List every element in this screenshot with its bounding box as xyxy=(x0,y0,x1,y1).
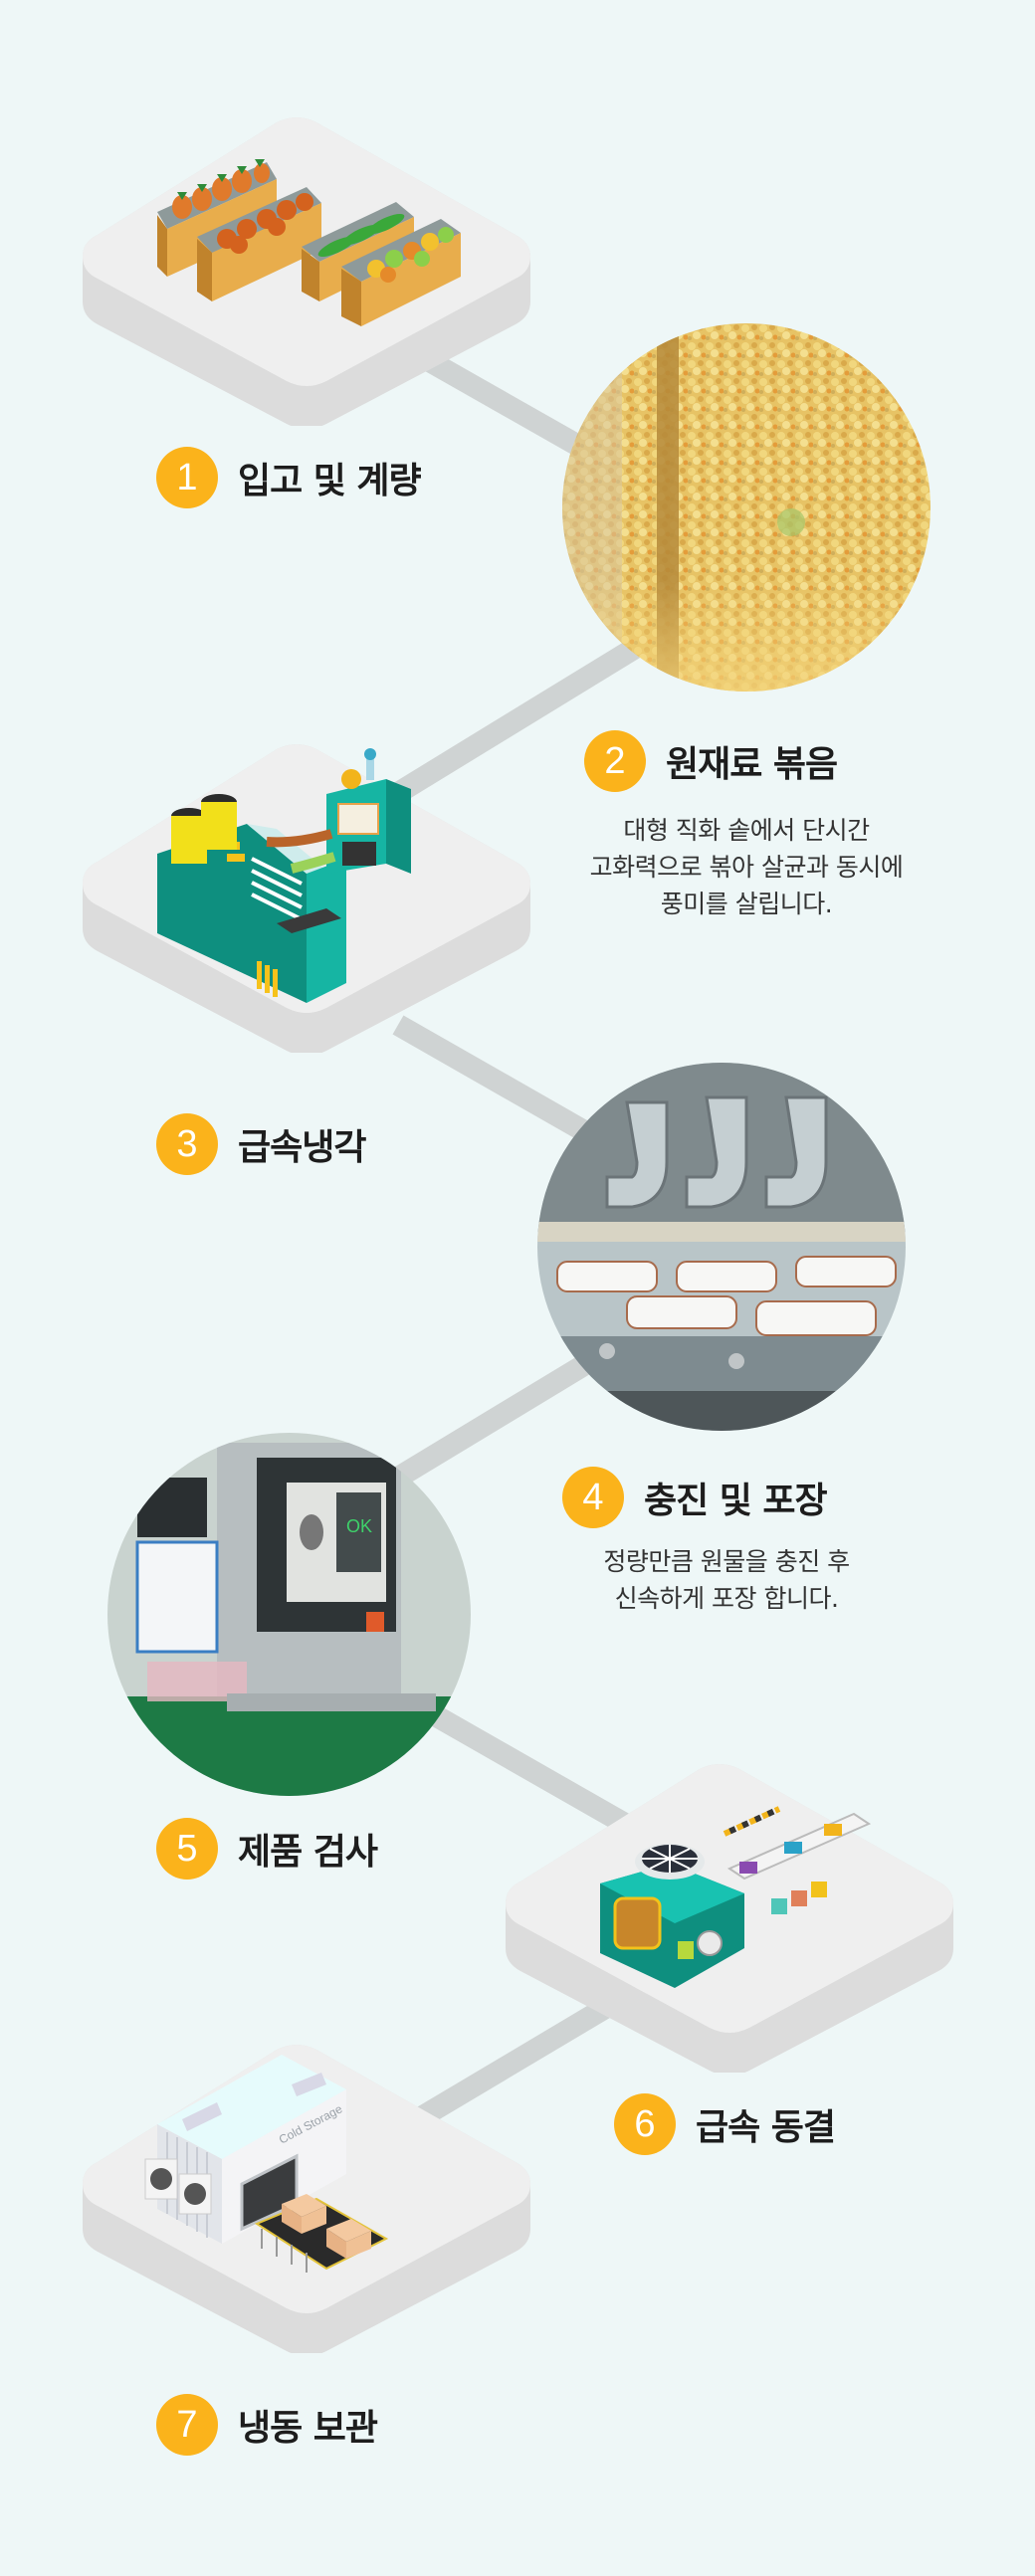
step-title: 입고 및 계량 xyxy=(238,461,422,501)
safety-barrier xyxy=(723,1806,781,1837)
product-boxes xyxy=(771,1882,827,1914)
step-number-badge: 4 xyxy=(562,1467,624,1528)
step-number-badge: 7 xyxy=(156,2394,218,2456)
conveyor xyxy=(726,1812,872,1881)
step-3-illustration xyxy=(78,734,535,1056)
step-6-illustration xyxy=(501,1754,958,2076)
step-5-photo-inspection: OK xyxy=(107,1433,471,1796)
step-7-label: 7 냉동 보관 xyxy=(156,2394,378,2456)
step-title: 충진 및 포장 xyxy=(644,1481,828,1521)
tomato-crate xyxy=(197,187,321,301)
step-number-badge: 6 xyxy=(614,2093,676,2155)
step-number-badge: 2 xyxy=(584,730,646,792)
step-7-illustration: Cold Storage xyxy=(78,2035,535,2356)
step-4-description: 정량만큼 원물을 충진 후 신속하게 포장 합니다. xyxy=(603,1547,850,1613)
step-number-badge: 5 xyxy=(156,1818,218,1880)
step-5-label: 5 제품 검사 xyxy=(156,1818,378,1880)
pipes xyxy=(266,829,336,874)
step-1-illustration xyxy=(78,107,535,429)
step-number-badge: 1 xyxy=(156,447,218,508)
control-unit xyxy=(326,748,411,874)
step-1-label: 1 입고 및 계량 xyxy=(156,447,422,508)
fruit-crate xyxy=(341,219,461,326)
step-2-label: 2 원재료 볶음 xyxy=(584,730,838,792)
step-title: 급속냉각 xyxy=(238,1127,366,1168)
step-title: 제품 검사 xyxy=(238,1832,378,1873)
step-6-label: 6 급속 동결 xyxy=(614,2093,836,2155)
freezer-machine xyxy=(600,1844,744,1988)
step-title: 급속 동결 xyxy=(696,2107,836,2148)
conveyor-with-boxes xyxy=(254,2194,389,2273)
step-title: 원재료 볶음 xyxy=(666,744,838,785)
step-3-label: 3 급속냉각 xyxy=(156,1113,366,1175)
step-2-photo-roasting xyxy=(562,323,931,692)
step-2-description: 대형 직화 솥에서 단시간 고화력으로 볶아 살균과 동시에 풍미를 살립니다. xyxy=(589,816,904,918)
cold-storage-building: Cold Storage xyxy=(144,2055,346,2244)
main-cooling-unit xyxy=(157,794,346,1003)
svg-text:OK: OK xyxy=(346,1516,372,1536)
step-4-label: 4 충진 및 포장 xyxy=(562,1467,828,1528)
step-title: 냉동 보관 xyxy=(238,2408,378,2449)
step-number-badge: 3 xyxy=(156,1113,218,1175)
step-4-photo-filling xyxy=(537,1063,906,1431)
